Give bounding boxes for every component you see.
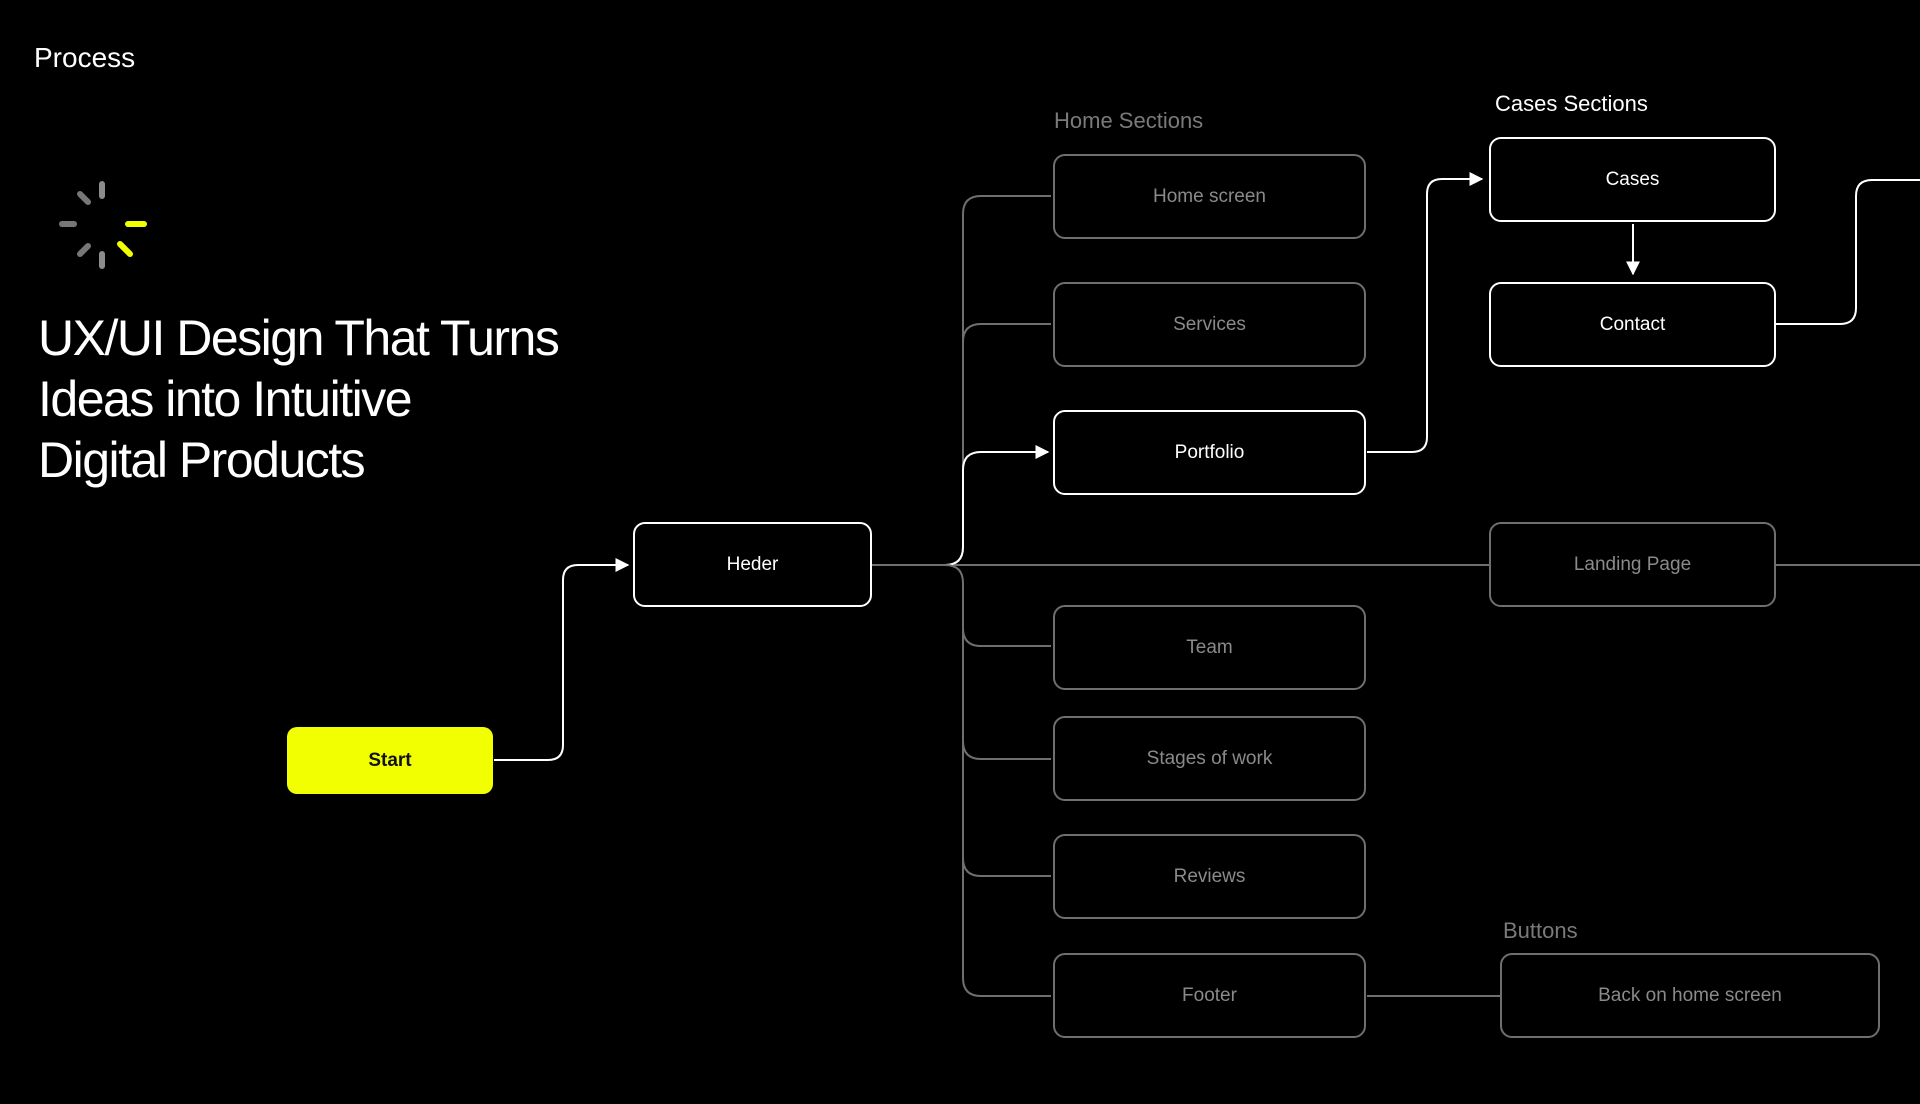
contact-node[interactable]: Contact — [1489, 282, 1776, 367]
section-label-home: Home Sections — [1054, 108, 1204, 133]
headline-line-2: Ideas into Intuitive — [38, 371, 413, 427]
connector-trunk-down — [944, 564, 1051, 997]
connector-contact-out — [1776, 179, 1920, 325]
connector-stages — [962, 740, 1051, 760]
connector-trunk-up — [944, 195, 1051, 566]
connector-start-header — [494, 558, 630, 761]
landing-page-node[interactable]: Landing Page — [1489, 522, 1776, 607]
section-label-buttons: Buttons — [1503, 918, 1578, 943]
footer-node[interactable]: Footer — [1053, 953, 1366, 1038]
headline-line-3: Digital Products — [38, 432, 366, 488]
connector-portfolio-cases — [1367, 172, 1484, 453]
back-on-home-screen-node[interactable]: Back on home screen — [1500, 953, 1880, 1038]
page-label: Process — [34, 42, 136, 73]
services-node[interactable]: Services — [1053, 282, 1366, 367]
connector-services — [962, 323, 1051, 343]
stages-of-work-node[interactable]: Stages of work — [1053, 716, 1366, 801]
connector-team — [962, 627, 1051, 647]
headline-line-1: UX/UI Design That Turns — [38, 310, 560, 366]
cases-node[interactable]: Cases — [1489, 137, 1776, 222]
headline: UX/UI Design That Turns Ideas into Intui… — [38, 308, 638, 491]
team-node[interactable]: Team — [1053, 605, 1366, 690]
loading-spinner-icon — [59, 181, 147, 269]
portfolio-node[interactable]: Portfolio — [1053, 410, 1366, 495]
section-label-cases: Cases Sections — [1495, 91, 1648, 116]
reviews-node[interactable]: Reviews — [1053, 834, 1366, 919]
header-node[interactable]: Heder — [633, 522, 872, 607]
connector-portfolio — [944, 445, 1050, 566]
start-node[interactable]: Start — [287, 727, 493, 794]
home-screen-node[interactable]: Home screen — [1053, 154, 1366, 239]
connector-reviews — [962, 857, 1051, 877]
